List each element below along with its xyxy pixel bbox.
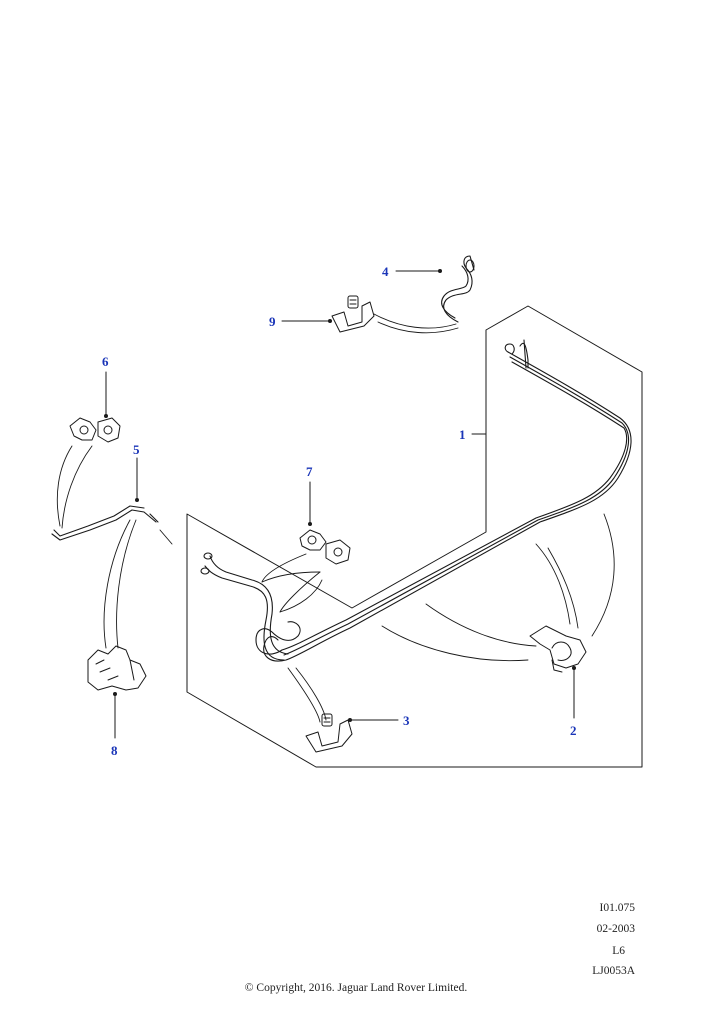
clip-item-6 [69, 417, 121, 443]
callout-4[interactable]: 4 [382, 264, 389, 279]
callout-5[interactable]: 5 [133, 442, 140, 457]
clip-item-3 [305, 713, 353, 753]
callout-2[interactable]: 2 [570, 723, 577, 738]
main-fuel-pipe-assembly [200, 339, 632, 662]
leader-1 [471, 433, 487, 531]
small-pipe-item-4 [441, 255, 475, 323]
clip-item-9 [331, 295, 375, 333]
small-pipe-item-5 [51, 505, 159, 541]
callout-3[interactable]: 3 [403, 713, 410, 728]
leader-lines [105, 270, 575, 739]
callout-1[interactable]: 1 [459, 427, 466, 442]
clip-item-7 [299, 529, 351, 565]
clip-item-8 [87, 645, 147, 691]
illustration-code: LJ0053A [592, 965, 635, 977]
reference-number: I01.075 [599, 902, 635, 914]
clip-item-2 [529, 625, 587, 673]
callout-7[interactable]: 7 [306, 464, 313, 479]
callout-8[interactable]: 8 [111, 743, 118, 758]
frame-upper-outline [186, 305, 643, 768]
copyright-notice: © Copyright, 2016. Jaguar Land Rover Lim… [244, 982, 468, 994]
callout-6[interactable]: 6 [102, 354, 109, 369]
engine-code: L6 [612, 945, 625, 957]
callout-9[interactable]: 9 [269, 314, 276, 329]
leader-dots [104, 269, 576, 722]
issue-date: 02-2003 [596, 923, 635, 935]
assembly-hint-curves [56, 313, 615, 723]
